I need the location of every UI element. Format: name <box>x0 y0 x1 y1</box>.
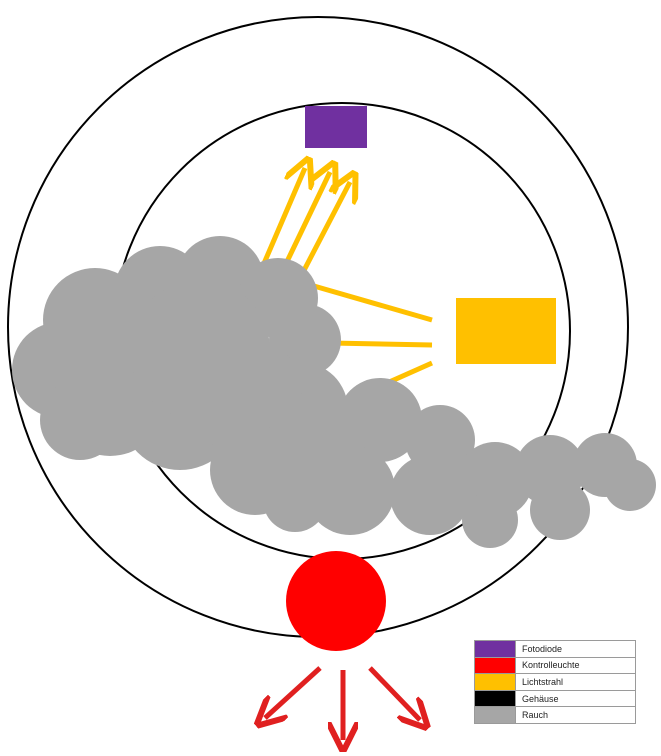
control-led <box>286 551 386 651</box>
legend-label-rauch: Rauch <box>516 710 548 720</box>
beam-2 <box>330 343 432 345</box>
led-emission-arrows <box>265 668 420 740</box>
legend-label-fotodiode: Fotodiode <box>516 644 562 654</box>
legend-item-rauch: Rauch <box>475 707 635 723</box>
led-arrow-right <box>370 668 420 720</box>
light-source <box>456 298 556 364</box>
legend-label-lichtstrahl: Lichtstrahl <box>516 677 563 687</box>
legend-swatch-rauch <box>475 707 516 723</box>
legend-swatch-gehaeuse <box>475 691 516 707</box>
legend: Fotodiode Kontrolleuchte Lichtstrahl Geh… <box>474 640 636 724</box>
legend-item-kontrolleuchte: Kontrolleuchte <box>475 658 635 675</box>
legend-swatch-lichtstrahl <box>475 674 516 690</box>
legend-label-gehaeuse: Gehäuse <box>516 694 559 704</box>
legend-swatch-kontrolleuchte <box>475 658 516 674</box>
legend-swatch-fotodiode <box>475 641 516 657</box>
beam-up-2 <box>282 172 330 272</box>
legend-item-lichtstrahl: Lichtstrahl <box>475 674 635 691</box>
legend-item-fotodiode: Fotodiode <box>475 641 635 658</box>
legend-item-gehaeuse: Gehäuse <box>475 691 635 708</box>
legend-label-kontrolleuchte: Kontrolleuchte <box>516 660 580 670</box>
beam-up-1 <box>262 168 305 268</box>
led-arrow-left <box>265 668 320 718</box>
photodiode <box>305 106 367 148</box>
beam-up-3 <box>300 182 350 278</box>
